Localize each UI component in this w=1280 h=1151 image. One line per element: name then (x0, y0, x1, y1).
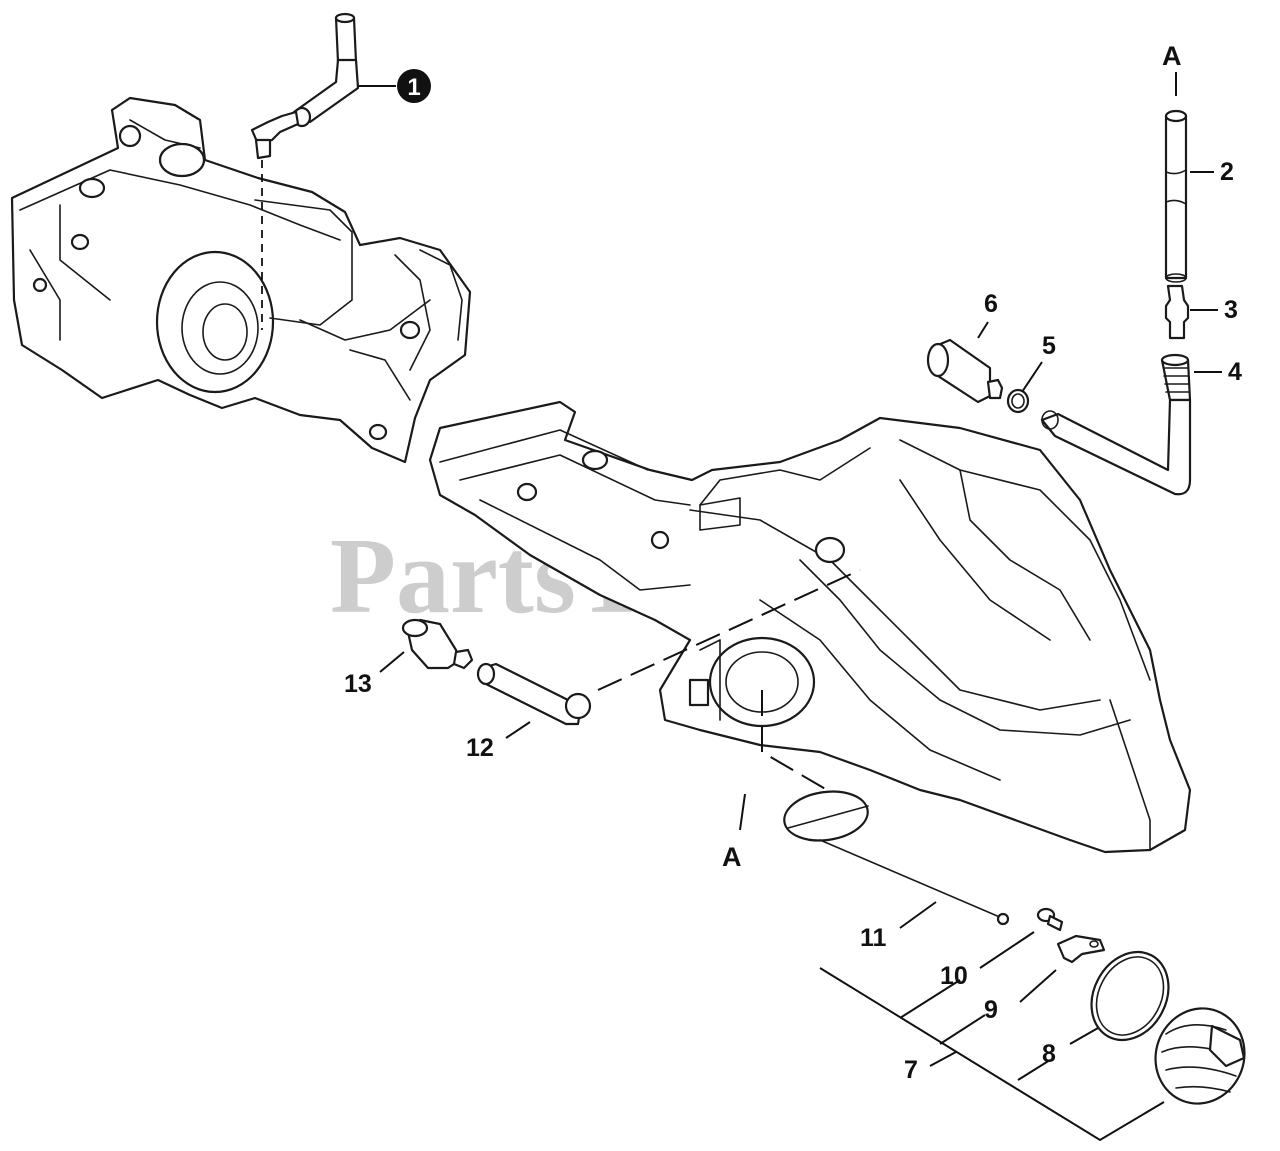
callout-label-4: 4 (1228, 358, 1242, 386)
part-9-clip (1056, 934, 1106, 964)
ref-label-a-top: A (1162, 41, 1182, 71)
callout-label-3: 3 (1224, 296, 1238, 324)
leader-lines (358, 85, 1222, 1142)
callout-label-2: 2 (1220, 158, 1234, 186)
part-1-oil-hose-elbow (250, 12, 360, 330)
reference-a-top: A (1162, 41, 1182, 96)
part-10-screw (1036, 907, 1064, 932)
part-11-oil-strainer-loop (783, 790, 1010, 926)
oil-tank-housing (428, 400, 1192, 854)
part-2-oil-tube (1164, 109, 1188, 283)
crankcase-housing (10, 96, 472, 464)
part-5-o-ring (1006, 388, 1030, 414)
callout-label-12: 12 (466, 734, 494, 762)
callout-label-6: 6 (984, 290, 998, 318)
callout-label-1: 1 (407, 74, 420, 101)
callout-1: 1 (397, 69, 431, 103)
part-7-oil-cap (1154, 1007, 1246, 1105)
axis-line-oil-cap (761, 690, 859, 809)
callout-label-10: 10 (940, 962, 968, 990)
part-8-gasket (1090, 950, 1170, 1042)
callout-label-13: 13 (344, 670, 372, 698)
ref-label-a-bottom: A (722, 842, 742, 872)
callout-label-9: 9 (984, 996, 998, 1024)
part-3-fitting (1164, 284, 1190, 340)
callout-label-7: 7 (904, 1056, 918, 1084)
callout-label-11: 11 (860, 924, 887, 952)
part-4-oil-hose (1040, 353, 1192, 496)
callout-label-5: 5 (1042, 332, 1056, 360)
part-12-oil-pipe (476, 569, 861, 726)
part-13-oil-strainer (401, 618, 474, 670)
callout-label-8: 8 (1042, 1040, 1056, 1068)
part-6-oil-filter (926, 338, 1004, 404)
reference-a-bottom: A (722, 793, 746, 872)
